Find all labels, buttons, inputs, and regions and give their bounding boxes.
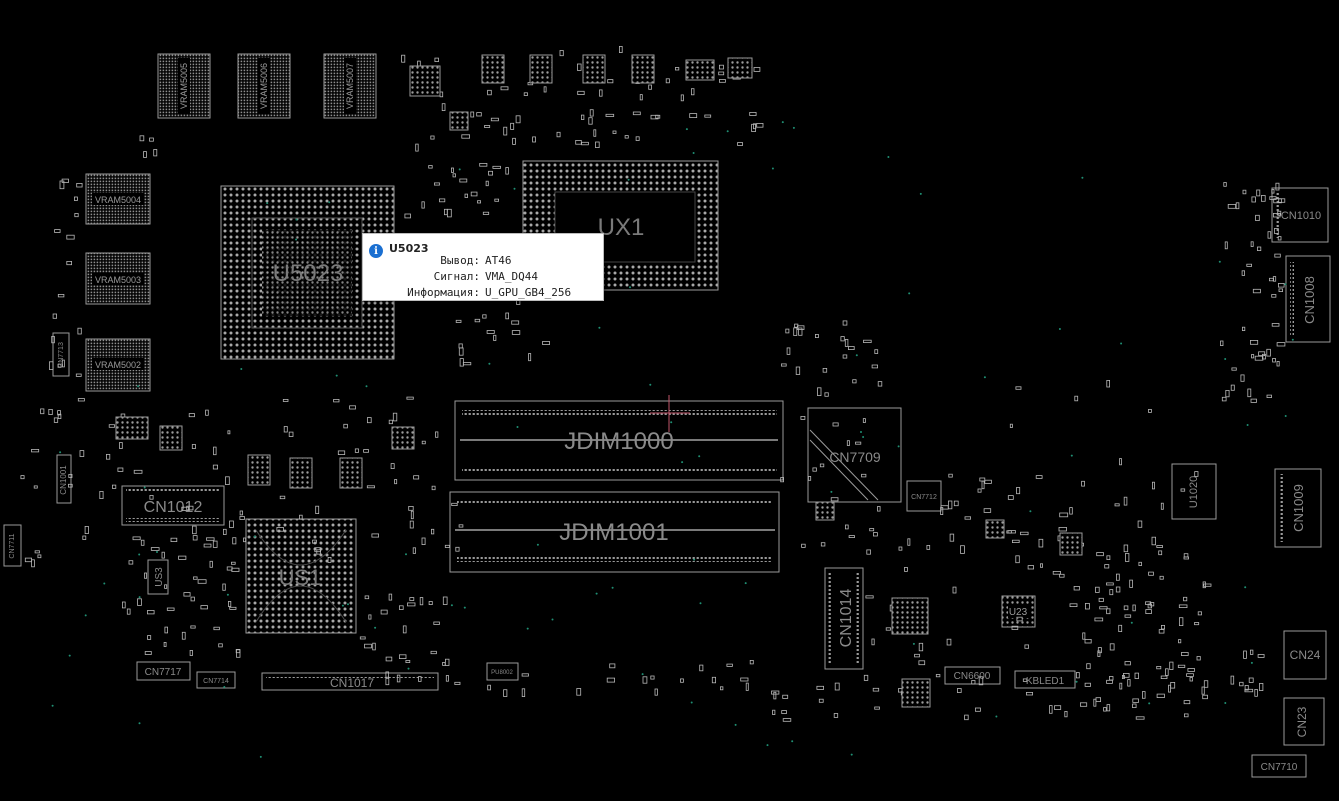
kbled1-label: KBLED1 [1026,676,1065,687]
vram-5002-label: VRAM5002 [95,360,141,370]
cn1014-label: CN1014 [838,589,855,648]
tooltip-info-label: Информация: [407,286,480,299]
connector-cn7709[interactable]: CN7709 [807,407,902,503]
vram-5005[interactable]: VRAM5005 [157,53,211,119]
vram-5007-label: VRAM5007 [345,63,355,109]
tooltip-pin-label: Вывод: [440,254,480,267]
cn7714-label: CN7714 [203,678,229,685]
vram-5006-label: VRAM5006 [259,63,269,109]
us1-label: US1 [279,565,322,590]
cn23-label: CN23 [1295,706,1309,737]
tooltip-row-info: Информация: U_GPU_GB4_256 [363,285,603,301]
u23-label: U23 [1009,607,1028,618]
info-icon: i [369,244,383,258]
vram-5007[interactable]: VRAM5007 [323,53,377,119]
pin-info-tooltip: i U5023 Вывод: AT46 Сигнал: VMA_DQ44 Инф… [362,233,604,301]
tooltip-signal-label: Сигнал: [433,270,480,283]
u5023-label: U5023 [273,260,344,287]
cn1010-label: CN1010 [1281,210,1321,222]
cn6600-label: CN6600 [954,671,991,682]
dimm-slot-jdim1000[interactable]: JDIM1000 [454,400,784,481]
tooltip-row-signal: Сигнал: VMA_DQ44 [363,269,603,285]
vram-5006[interactable]: VRAM5006 [237,53,291,119]
cn1012-label: CN1012 [144,499,203,516]
connector-cn1009[interactable]: CN1009 [1274,468,1322,548]
vram-5003-label: VRAM5003 [95,275,141,285]
chip-u1020[interactable]: U1020 [1171,463,1217,520]
dimm-slot-jdim1001[interactable]: JDIM1001 [449,491,780,573]
tooltip-title: U5023 [389,241,429,255]
jdim1001-label: JDIM1001 [559,519,668,546]
tooltip-signal-value: VMA_DQ44 [485,270,538,283]
connector-cn7714[interactable]: CN7714 [196,671,236,689]
cn7709-label: CN7709 [829,449,881,465]
connector-cn1014[interactable]: CN1014 [824,567,864,670]
chip-u23[interactable]: U23 [1001,595,1036,628]
connector-cn1017[interactable]: CN1017 [261,672,439,691]
passive-components [20,46,1294,758]
chip-us3[interactable]: US3 [147,559,169,595]
u1020-label: U1020 [1188,476,1200,508]
chip-pu8002[interactable]: PU8002 [486,662,519,681]
chip-us1[interactable]: US1 [245,518,357,634]
connector-kbled1[interactable]: KBLED1 [1014,670,1076,689]
connector-cn1008[interactable]: CN1008 [1285,255,1331,343]
tooltip-info-value: U_GPU_GB4_256 [485,286,572,299]
cn7713-label: CN7713 [58,342,65,368]
vram-5002[interactable]: VRAM5002 [85,338,151,392]
cn7717-label: CN7717 [145,667,182,678]
cn7712-label: CN7712 [911,494,937,501]
connector-cn7713[interactable]: CN7713 [52,332,70,377]
vram-5003[interactable]: VRAM5003 [85,252,151,305]
connector-cn24[interactable]: CN24 [1283,630,1327,680]
us3-label: US3 [154,567,165,587]
vram-5005-label: VRAM5005 [179,63,189,109]
connector-cn7711[interactable]: CN7711 [3,524,22,567]
crosshair-cursor [650,395,690,432]
cn7711-label: CN7711 [9,533,16,558]
ux1-label: UX1 [598,214,645,241]
connector-cn1012[interactable]: CN1012 [121,485,225,526]
cn1001-label: CN1001 [59,465,68,495]
tooltip-pin-value: AT46 [485,254,512,267]
connector-cn6600[interactable]: CN6600 [944,666,1001,685]
cn1009-label: CN1009 [1291,484,1306,532]
gpu-u5023[interactable]: U5023 [220,185,395,360]
cn7710-label: CN7710 [1261,762,1298,773]
vram-5004-label: VRAM5004 [95,195,141,205]
connector-cn7712[interactable]: CN7712 [906,480,942,512]
cn24-label: CN24 [1290,648,1321,662]
pu8002-label: PU8002 [491,670,513,676]
connector-cn7717[interactable]: CN7717 [136,661,191,681]
connector-cn23[interactable]: CN23 [1283,697,1325,746]
cn1017-label: CN1017 [330,676,374,690]
tooltip-row-pin: Вывод: AT46 [363,253,603,269]
cn1008-label: CN1008 [1302,276,1317,324]
connector-cn1001[interactable]: CN1001 [56,454,72,504]
connector-cn7710[interactable]: CN7710 [1251,754,1307,778]
jdim1000-label: JDIM1000 [564,428,673,455]
vram-5004[interactable]: VRAM5004 [85,173,151,225]
